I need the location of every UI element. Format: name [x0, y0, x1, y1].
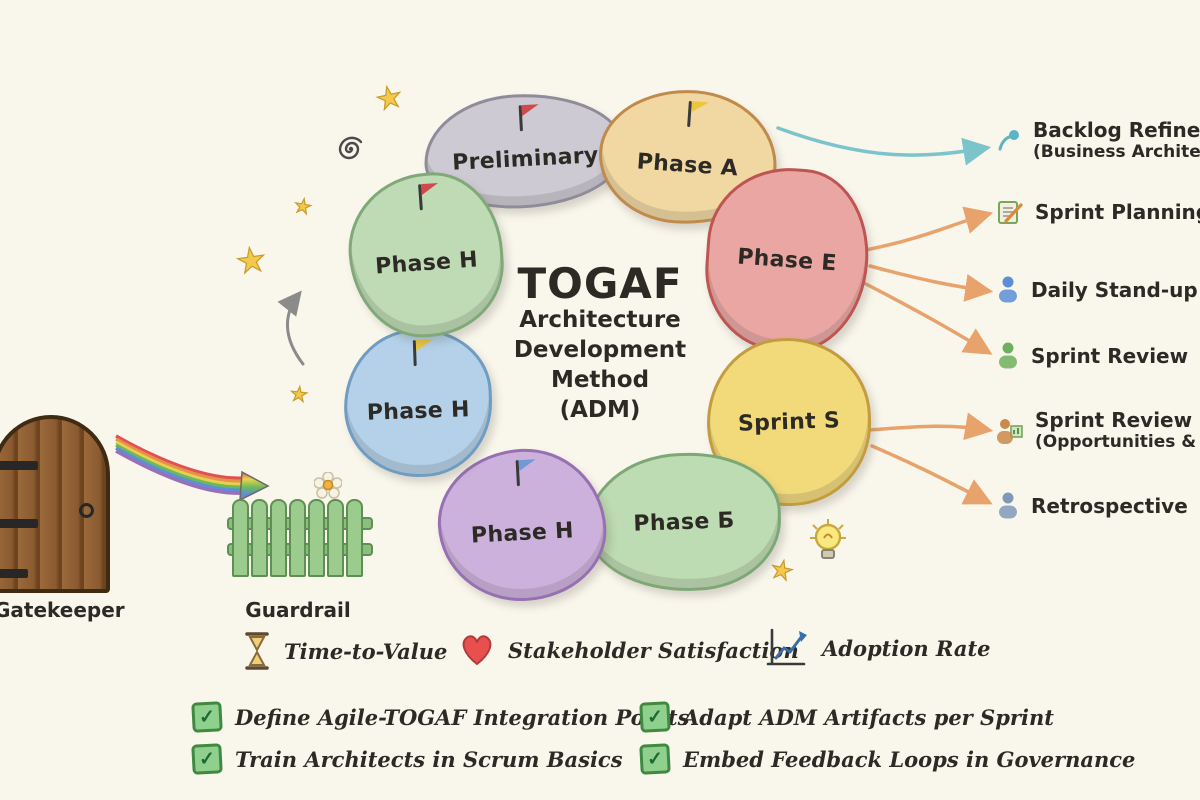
checklist-item-adapt-artifacts: ✓ Adapt ADM Artifacts per Sprint [639, 701, 1054, 733]
arrow-to-sprint-review [864, 282, 993, 355]
diagram-title: TOGAF Architecture Development Method (A… [468, 259, 732, 426]
checklist-item-integration-points: ✓ Define Agile-TOGAF Integration Points [191, 701, 690, 733]
gatekeeper-label: Gatekeeper [0, 598, 125, 622]
metric-label: Adoption Rate [822, 635, 991, 661]
fence-picket [270, 499, 287, 577]
ceremony-retrospective: Retrospective [996, 492, 1188, 519]
ceremony-label: Retrospective [1031, 493, 1188, 518]
phase-stone-h-purple: Phase H [434, 444, 610, 606]
ceremony-label: Sprint Planning [1035, 200, 1200, 224]
checklist-label: Adapt ADM Artifacts per Sprint [683, 704, 1054, 730]
metric-stakeholder-satisfaction: Stakeholder Satisfaction [458, 632, 799, 668]
gatekeeper-gate-icon [0, 415, 110, 593]
ceremony-sprint-review-phase: Sprint Review → P (Opportunities & S [996, 408, 1200, 452]
flower-icon [314, 472, 342, 499]
adoption-chart-icon [766, 628, 807, 666]
arrow-to-backlog-refinement [776, 126, 992, 166]
fence-picket [232, 499, 249, 577]
star-icon: ★ [291, 192, 314, 220]
star-icon: ★ [233, 238, 270, 283]
arrow-to-daily-standup [868, 264, 994, 302]
title-line-3: (ADM) [559, 396, 641, 423]
checkbox-icon: ✓ [639, 701, 671, 733]
flag-icon [412, 339, 434, 367]
fence-picket [308, 499, 325, 577]
hourglass-icon [245, 632, 269, 670]
star-icon: ★ [372, 78, 407, 119]
rainbow-arrow-icon [115, 434, 270, 502]
star-icon: ★ [767, 553, 797, 589]
note-pencil-icon [998, 201, 1023, 224]
phase-stone-g: Phase Б [584, 449, 784, 595]
title-line-2: Development Method [513, 336, 687, 393]
person-icon [999, 342, 1017, 369]
checklist-item-train-architects: ✓ Train Architects in Scrum Basics [191, 743, 623, 775]
arrow-to-retrospective [870, 444, 993, 505]
fence-picket [327, 499, 344, 577]
ceremony-label: Sprint Review [1031, 343, 1189, 368]
title-togaf: TOGAF [517, 259, 683, 308]
ceremony-sprint-planning: Sprint Planning [996, 198, 1200, 226]
gate-hinge-icon [0, 519, 38, 528]
phase-label: Phase Б [633, 507, 735, 537]
fence-picket [289, 499, 306, 577]
phase-label: Phase H [366, 396, 471, 426]
phase-label: Phase H [374, 246, 479, 280]
gate-hinge-icon [0, 461, 38, 470]
ceremony-daily-standup: Daily Stand-up [996, 276, 1198, 303]
metric-time-to-value: Time-to-Value [242, 630, 447, 672]
flag-icon [518, 104, 540, 132]
phase-label: Phase H [470, 517, 575, 549]
gate-handle-icon [79, 503, 94, 518]
checkbox-icon: ✓ [639, 743, 671, 775]
cycle-arrow-icon [277, 290, 305, 366]
checklist-label: Define Agile-TOGAF Integration Points [235, 704, 690, 730]
ceremony-backlog-refinement: Backlog Refinement (Business Architectur… [996, 118, 1200, 162]
fence-picket [251, 499, 268, 577]
heart-icon [462, 635, 492, 666]
flag-icon [418, 182, 439, 211]
flag-icon [515, 459, 536, 487]
metric-adoption-rate: Adoption Rate [762, 626, 991, 670]
person-icon [999, 276, 1017, 303]
title-line-1: Architecture [519, 307, 681, 334]
gate-hinge-icon [0, 569, 28, 578]
spiral-icon [338, 136, 363, 160]
checklist-label: Train Architects in Scrum Basics [235, 746, 623, 772]
metric-label: Stakeholder Satisfaction [508, 637, 799, 663]
phase-label: Preliminary [451, 142, 600, 176]
person-icon [999, 492, 1017, 519]
arrow-to-sprint-review-phase [866, 412, 994, 441]
flag-icon [686, 100, 709, 128]
arrow-to-sprint-planning [864, 206, 994, 252]
phase-label: Phase A [635, 148, 739, 181]
ceremony-label: Sprint Review → P [1035, 408, 1200, 432]
star-icon: ★ [288, 381, 310, 408]
checkbox-icon: ✓ [191, 701, 223, 733]
ceremony-sublabel: (Opportunities & S [1035, 432, 1200, 452]
checklist-label: Embed Feedback Loops in Governance [683, 746, 1136, 772]
ceremony-label: Backlog Refinement [1033, 118, 1200, 142]
ceremony-label: Daily Stand-up [1031, 277, 1198, 302]
ceremony-sprint-review: Sprint Review [996, 342, 1188, 369]
phase-label: Sprint S [737, 407, 841, 437]
phase-label: Phase E [736, 244, 838, 276]
guardrail-label: Guardrail [245, 598, 351, 622]
backlog-icon [998, 130, 1019, 151]
lightbulb-icon [810, 519, 846, 559]
checkbox-icon: ✓ [191, 743, 223, 775]
guardrail-fence-icon [227, 497, 373, 577]
person-chart-icon [997, 418, 1023, 444]
checklist-item-feedback-loops: ✓ Embed Feedback Loops in Governance [639, 743, 1136, 775]
fence-picket [346, 499, 363, 577]
metric-label: Time-to-Value [284, 638, 448, 664]
ceremony-sublabel: (Business Architecture [1033, 142, 1200, 162]
